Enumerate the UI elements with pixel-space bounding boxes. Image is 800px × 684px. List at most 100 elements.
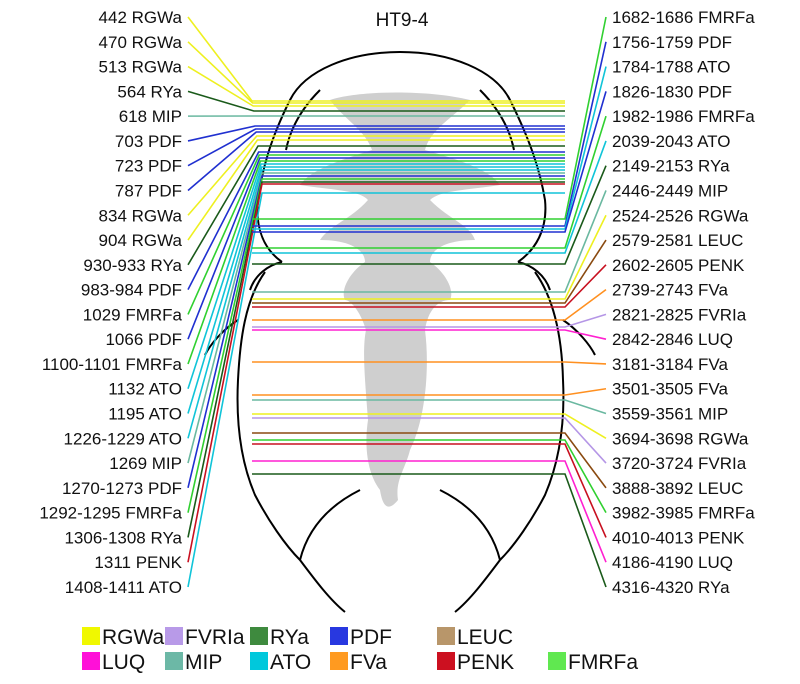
legend-swatch-luq xyxy=(82,652,100,670)
peptide-line-pdf xyxy=(187,175,565,489)
peptide-line-fmrfa xyxy=(252,439,607,514)
right-label: 2579-2581 LEUC xyxy=(612,231,743,250)
left-label: 1066 PDF xyxy=(105,330,182,349)
peptide-line-pdf xyxy=(187,157,565,340)
peptide-line-fva xyxy=(252,288,607,321)
left-label: 1195 ATO xyxy=(108,405,182,424)
right-label: 4010-4013 PENK xyxy=(612,528,745,547)
peptide-line-luq xyxy=(252,460,607,563)
legend-label-fmrfa: FMRFa xyxy=(568,651,638,674)
legend-swatch-pdf xyxy=(330,627,348,645)
peptide-line-penk xyxy=(252,443,607,538)
right-label: 3181-3184 FVa xyxy=(612,355,728,374)
peptide-line-ato xyxy=(187,166,565,414)
right-label: 2739-2743 FVa xyxy=(612,281,728,300)
right-label: 2842-2846 LUQ xyxy=(612,330,733,349)
left-label: 983-984 PDF xyxy=(81,281,182,300)
peptide-line-pdf xyxy=(187,125,565,142)
peptide-line-ato xyxy=(187,192,565,588)
legend-label-rya: RYa xyxy=(270,626,309,649)
right-label: 1982-1986 FMRFa xyxy=(612,107,755,126)
peptide-line-leuc xyxy=(252,432,607,489)
left-label: 1269 MIP xyxy=(109,454,182,473)
peptide-line-rgwa xyxy=(252,214,607,300)
left-label: 1100-1101 FMRFa xyxy=(42,355,183,374)
peptide-line-fva xyxy=(252,361,607,365)
peptide-line-rgwa xyxy=(187,41,565,104)
right-label: 3888-3892 LEUC xyxy=(612,479,743,498)
right-label: 3559-3561 MIP xyxy=(612,405,728,424)
peptide-line-rya xyxy=(187,181,565,538)
peptide-line-ato xyxy=(187,163,565,389)
peptide-line-fmrfa xyxy=(187,178,565,513)
left-label: 1029 FMRFa xyxy=(83,305,183,324)
legend-label-ato: ATO xyxy=(270,651,311,674)
peptide-line-fmrfa xyxy=(252,115,607,249)
left-label: 703 PDF xyxy=(115,132,182,151)
legend-label-leuc: LEUC xyxy=(457,626,513,649)
peptide-line-pdf xyxy=(187,128,565,167)
peptide-line-luq xyxy=(252,329,607,340)
left-label: 1311 PENK xyxy=(94,553,182,572)
legend-swatch-leuc xyxy=(437,627,455,645)
left-label: 930-933 RYa xyxy=(83,256,182,275)
right-label: 3501-3505 FVa xyxy=(612,380,728,399)
right-label: 1784-1788 ATO xyxy=(612,58,730,77)
left-label: 618 MIP xyxy=(119,107,182,126)
right-label: 2039-2043 ATO xyxy=(612,132,730,151)
right-label: 2149-2153 RYa xyxy=(612,157,730,176)
right-label: 2602-2605 PENK xyxy=(612,256,745,275)
left-label: 564 RYa xyxy=(117,82,182,101)
peptide-line-penk xyxy=(187,183,565,563)
right-label: 4186-4190 LUQ xyxy=(612,553,733,572)
peptide-line-fvria xyxy=(252,417,607,464)
peptide-line-mip xyxy=(187,172,565,464)
peptide-line-ato xyxy=(187,169,565,439)
right-label: 1682-1686 FMRFa xyxy=(612,8,755,27)
legend-swatch-fvria xyxy=(165,627,183,645)
right-label: 3694-3698 RGWa xyxy=(612,429,749,448)
left-label: 513 RGWa xyxy=(99,58,183,77)
peptide-line-rgwa xyxy=(252,413,607,439)
legend-swatch-fmrfa xyxy=(548,652,566,670)
peptide-line-pdf xyxy=(187,131,565,192)
peptide-line-pdf xyxy=(252,91,607,233)
peptide-line-fmrfa xyxy=(187,154,565,315)
peptide-line-rgwa xyxy=(187,65,565,107)
peptide-line-fva xyxy=(252,387,607,396)
left-label: 1306-1308 RYa xyxy=(64,528,182,547)
right-label: 4316-4320 RYa xyxy=(612,578,730,597)
legend-label-rgwa: RGWa xyxy=(102,626,165,649)
diagram-title: HT9-4 xyxy=(376,10,429,31)
right-label: 3720-3724 FVRIa xyxy=(612,454,747,473)
legend-label-fvria: FVRIa xyxy=(185,626,245,649)
left-label: 787 PDF xyxy=(115,181,182,200)
left-label: 442 RGWa xyxy=(99,8,183,27)
peptide-line-mip xyxy=(252,190,607,293)
left-label: 1270-1273 PDF xyxy=(62,479,182,498)
left-label: 723 PDF xyxy=(115,157,182,176)
peptide-line-leuc xyxy=(252,239,607,304)
peptide-line-rgwa xyxy=(187,16,565,102)
peptide-line-rya xyxy=(252,473,607,588)
peptide-line-fmrfa xyxy=(187,160,565,365)
left-label: 1408-1411 ATO xyxy=(65,578,182,597)
legend-label-penk: PENK xyxy=(457,651,514,674)
peptide-line-rya xyxy=(252,165,607,265)
peptide-line-rgwa xyxy=(187,135,565,216)
legend-swatch-penk xyxy=(437,652,455,670)
peptide-line-penk xyxy=(252,264,607,308)
left-label: 1292-1295 FMRFa xyxy=(39,504,182,523)
peptide-line-rya xyxy=(187,145,565,266)
peptide-line-fmrfa xyxy=(252,16,607,220)
left-label: 834 RGWa xyxy=(99,206,183,225)
right-label: 1756-1759 PDF xyxy=(612,33,732,52)
legend-label-fva: FVa xyxy=(350,651,387,674)
legend-label-luq: LUQ xyxy=(102,651,145,674)
peptide-line-fvria xyxy=(252,313,607,328)
legend-swatch-rgwa xyxy=(82,627,100,645)
legend-swatch-rya xyxy=(250,627,268,645)
